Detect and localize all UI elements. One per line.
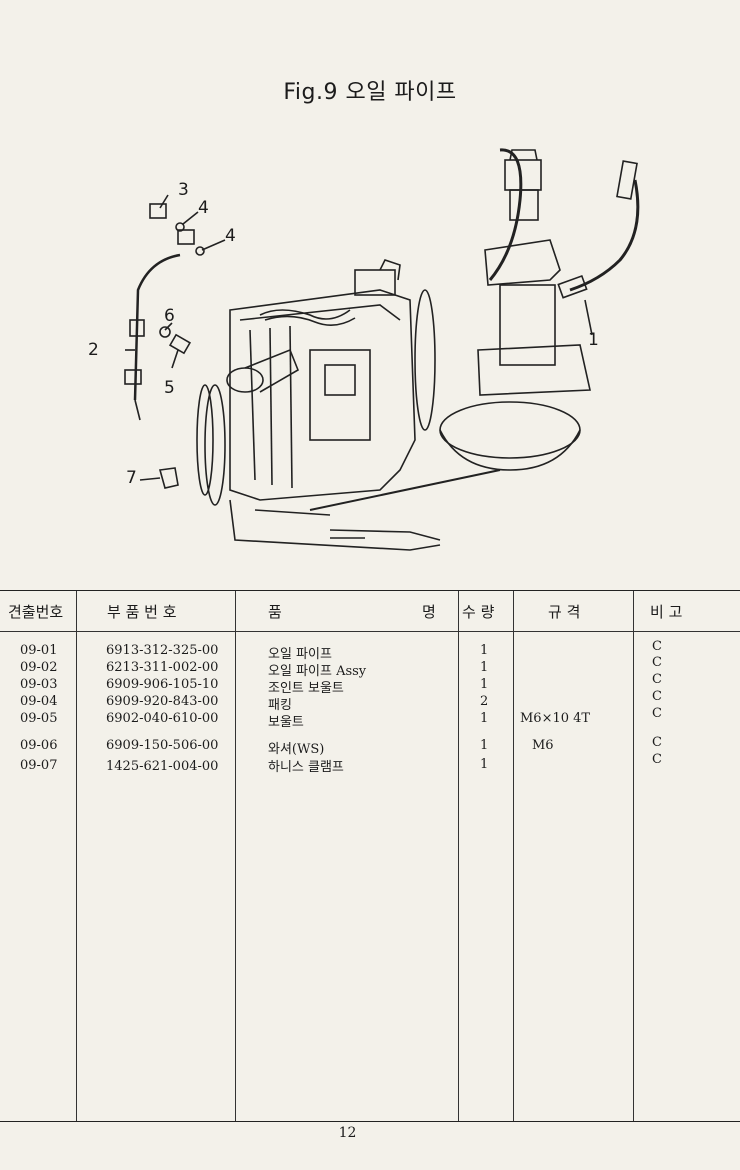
callout-5: 5 [164,378,175,398]
row-5-name: 보울트 [268,715,304,730]
row-5-remark: C [652,706,662,721]
row-3-ref: 09-03 [20,677,58,692]
row-4-name: 패킹 [268,698,292,713]
header-ref-no: 견출번호 [8,603,64,621]
row-2-name: 오일 파이프 Assy [268,664,367,679]
row-1-ref: 09-01 [20,643,58,658]
row-2-remark: C [652,655,662,670]
row-2-ref: 09-02 [20,660,58,675]
page-number: 12 [338,1125,357,1141]
row-5-qty: 1 [480,711,489,726]
row-7-ref: 09-07 [20,758,58,773]
row-1-part: 6913-312-325-00 [106,643,219,658]
row-5-spec: M6×10 4T [520,711,591,726]
parts-table: 견출번호 부 품 번 호 품 명 수 량 규 격 비 고 09-01 6913-… [0,590,740,1122]
row-7-part: 1425-621-004-00 [106,759,219,774]
row-1-qty: 1 [480,643,489,658]
callout-7: 7 [126,468,137,488]
header-name-left: 품 [268,603,282,621]
callout-4a: 4 [198,198,209,218]
header-remark: 비 고 [650,603,683,621]
row-3-name: 조인트 보울트 [268,681,344,696]
row-1-name: 오일 파이프 [268,647,332,662]
row-6-part: 6909-150-506-00 [106,738,219,753]
row-4-part: 6909-920-843-00 [106,694,219,709]
callout-2: 2 [88,340,99,360]
page-title: Fig.9 오일 파이프 [283,80,457,105]
callout-3: 3 [178,180,189,200]
row-2-part: 6213-311-002-00 [106,660,219,675]
row-6-qty: 1 [480,738,489,753]
row-3-remark: C [652,672,662,687]
callout-4b: 4 [225,226,236,246]
row-2-qty: 1 [480,660,489,675]
header-qty: 수 량 [462,603,495,621]
row-5-ref: 09-05 [20,711,58,726]
header-name-right: 명 [422,603,436,621]
row-3-part: 6909-906-105-10 [106,677,219,692]
header-spec: 규 격 [548,603,581,621]
callout-6: 6 [164,306,175,326]
row-6-ref: 09-06 [20,738,58,753]
row-6-remark: C [652,735,662,750]
header-part-no: 부 품 번 호 [107,603,177,621]
row-7-name: 하니스 클램프 [268,760,344,775]
callout-1: 1 [588,330,599,350]
row-7-qty: 1 [480,757,489,772]
row-4-qty: 2 [480,694,489,709]
row-1-remark: C [652,639,662,654]
row-4-remark: C [652,689,662,704]
row-5-part: 6902-040-610-00 [106,711,219,726]
row-7-remark: C [652,752,662,767]
row-4-ref: 09-04 [20,694,58,709]
row-3-qty: 1 [480,677,489,692]
exploded-parts-diagram: 1 2 3 4 4 5 6 7 [80,140,680,560]
engine-illustration [124,148,640,551]
row-6-name: 와셔(WS) [268,742,325,757]
row-6-spec: M6 [532,738,554,753]
